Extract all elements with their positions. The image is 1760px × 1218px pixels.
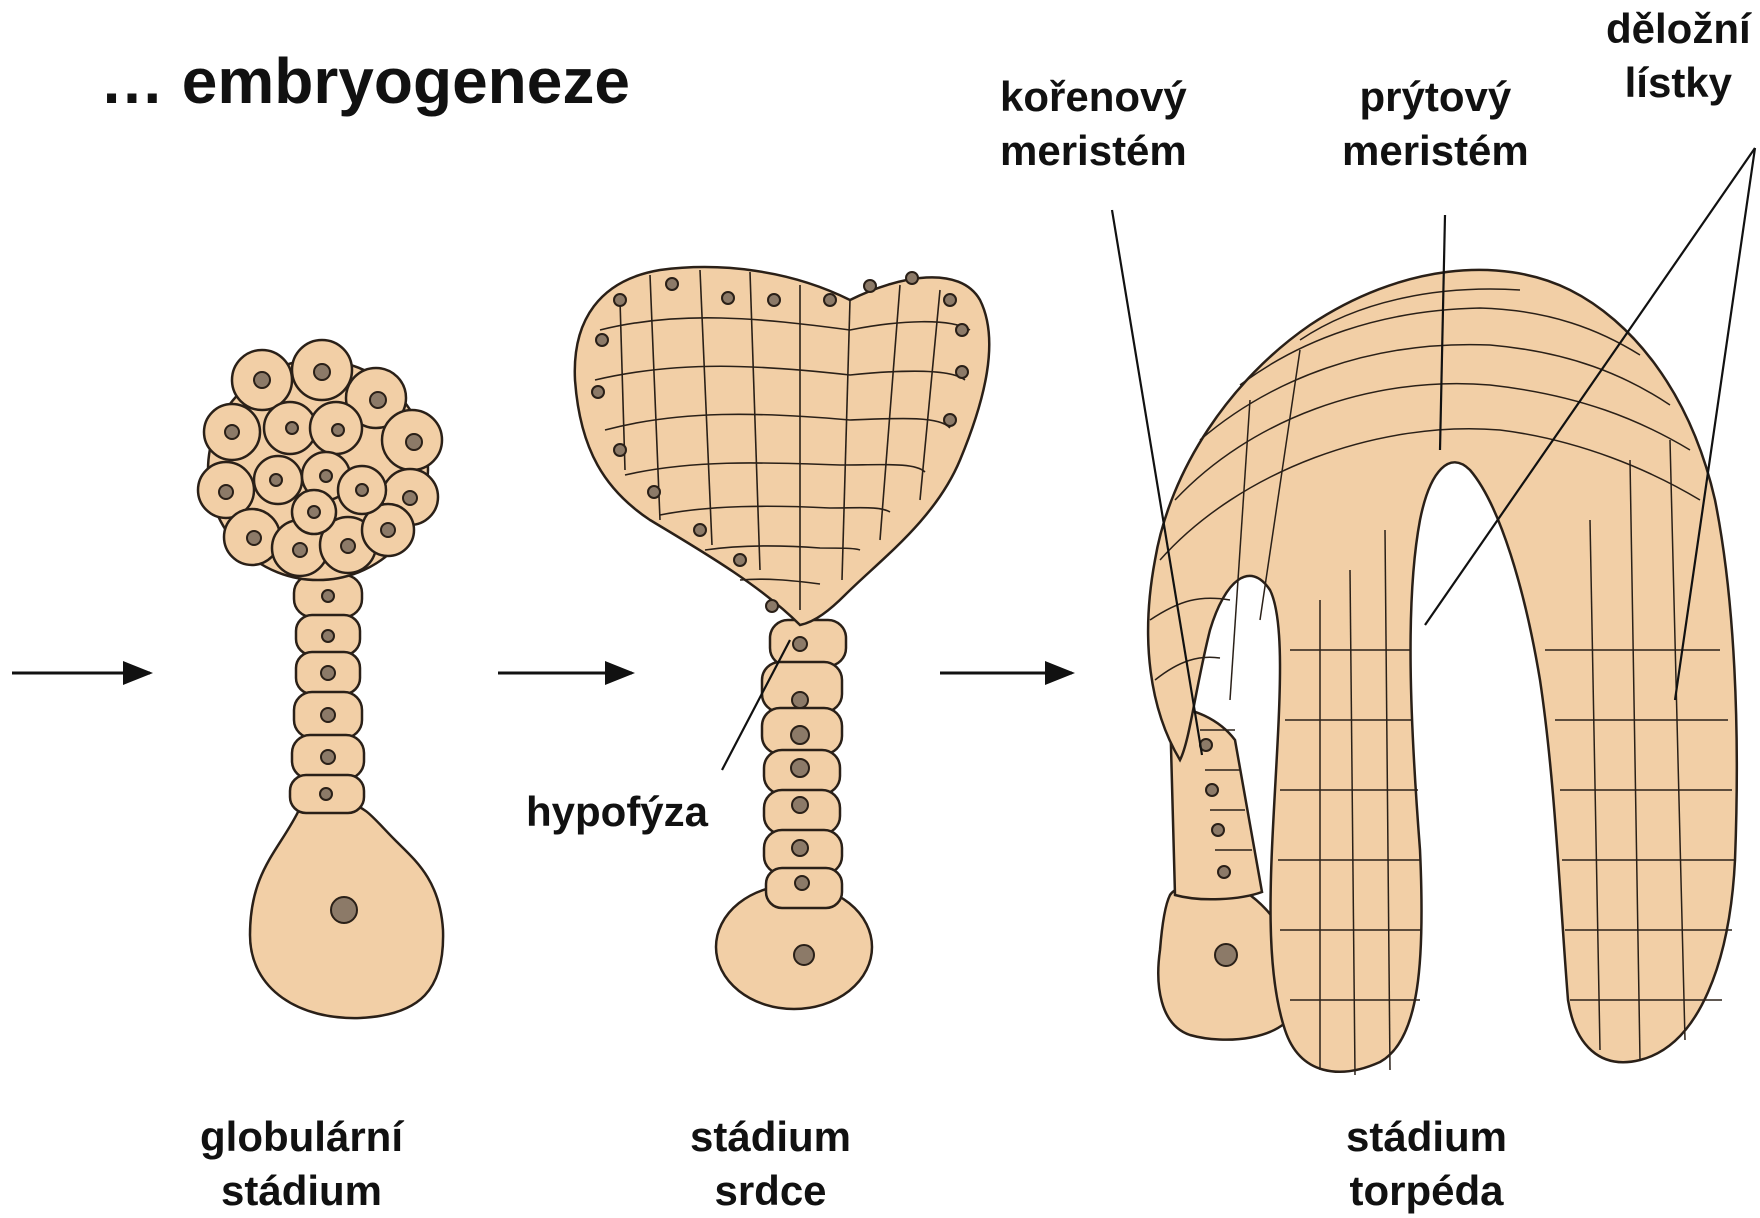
- cotyledons-label: děložní lístky: [1606, 2, 1751, 110]
- torpedo-stage-caption: stádium torpéda: [1346, 1110, 1507, 1218]
- heart-embryo: [575, 267, 989, 1009]
- root-meristem-label: kořenový meristém: [1000, 70, 1187, 178]
- torpedo-caption-line1: stádium: [1346, 1110, 1507, 1164]
- globular-stage-caption: globulární stádium: [200, 1110, 403, 1218]
- shoot-meristem-label-line1: prýtový: [1342, 70, 1529, 124]
- globular-caption-line2: stádium: [200, 1164, 403, 1218]
- hypophysis-label: hypofýza: [526, 785, 708, 839]
- heart-proembryo: [575, 267, 989, 625]
- globular-suspensor: [290, 575, 364, 813]
- globular-caption-line1: globulární: [200, 1110, 403, 1164]
- cotyledons-label-line1: děložní: [1606, 2, 1751, 56]
- heart-caption-line2: srdce: [690, 1164, 851, 1218]
- shoot-meristem-label-line2: meristém: [1342, 124, 1529, 178]
- heart-caption-line1: stádium: [690, 1110, 851, 1164]
- shoot-meristem-label: prýtový meristém: [1342, 70, 1529, 178]
- root-meristem-label-line1: kořenový: [1000, 70, 1187, 124]
- torpedo-caption-line2: torpéda: [1346, 1164, 1507, 1218]
- cotyledons-label-line2: lístky: [1606, 56, 1751, 110]
- heart-stage-caption: stádium srdce: [690, 1110, 851, 1218]
- root-meristem-label-line2: meristém: [1000, 124, 1187, 178]
